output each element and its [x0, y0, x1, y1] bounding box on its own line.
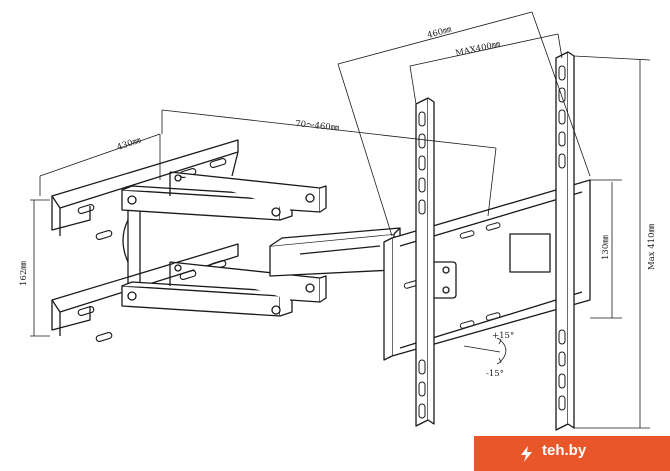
right-vertical-rail — [555, 51, 575, 431]
tv-plate — [383, 179, 591, 361]
dim-vesa-height — [590, 179, 622, 319]
upper-arm — [121, 171, 327, 221]
watermark-badge: teh.by — [474, 436, 670, 471]
center-arm — [269, 227, 401, 277]
dim-label-wall-height: 162㎜ — [19, 261, 29, 286]
dim-wall-width — [39, 133, 161, 196]
dim-label-tv-span: 460㎜ — [426, 25, 453, 41]
dim-label-vesa-max: MAX400㎜ — [455, 40, 502, 59]
dim-label-tilt-down: -15° — [486, 369, 504, 379]
lower-arm — [121, 261, 327, 317]
dim-tv-span — [337, 11, 591, 237]
dim-label-vesa-height: 130㎜ — [601, 235, 611, 260]
dim-wall-height — [30, 199, 50, 337]
dim-label-max-height: Max 410㎜ — [647, 224, 657, 270]
watermark-text: teh.by — [542, 442, 587, 459]
wall-plate — [51, 139, 239, 343]
dim-label-tilt-up: +15° — [492, 331, 514, 341]
left-vertical-rail — [415, 97, 435, 427]
dim-label-arm-extension: 70～460㎜ — [295, 119, 340, 134]
dim-vesa-max — [409, 33, 563, 105]
dim-max-height — [573, 55, 651, 429]
lightning-bolt-icon — [521, 446, 532, 462]
dim-arm-extension — [161, 109, 497, 217]
dim-label-wall-width: 430㎜ — [116, 136, 143, 153]
tilt-indicator — [463, 337, 507, 365]
